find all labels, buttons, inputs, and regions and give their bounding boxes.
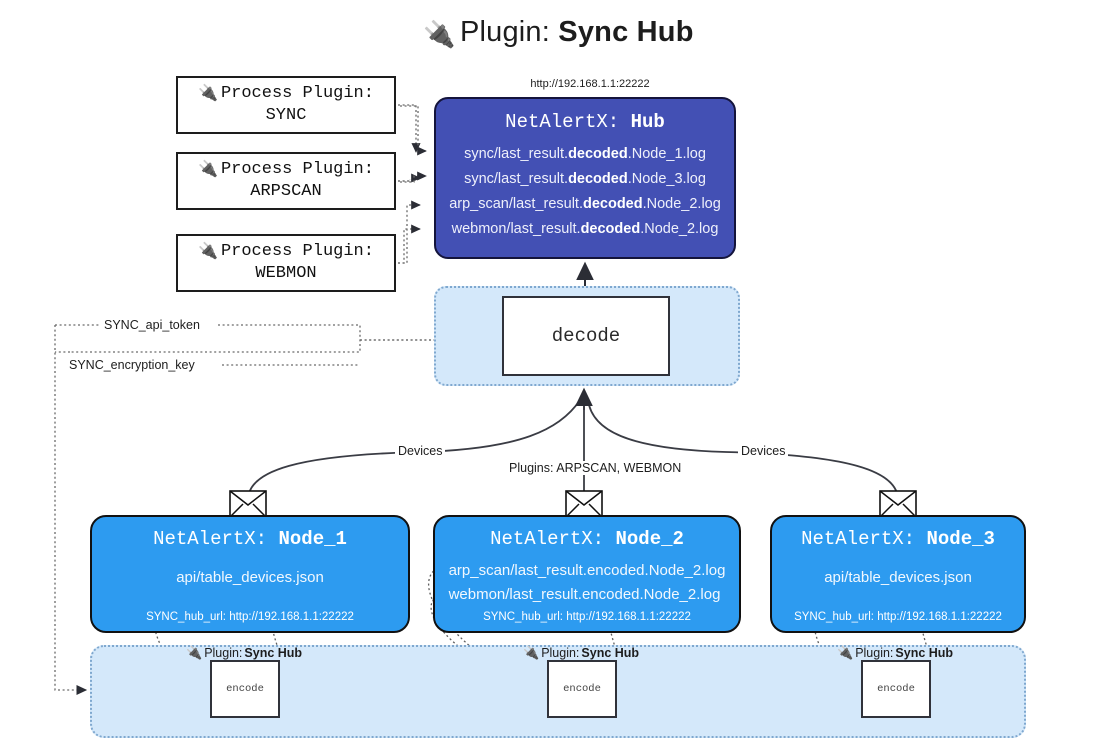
node-log-line: webmon/last_result.encoded.Node_2.log xyxy=(448,586,721,604)
process-plugin-name: WEBMON xyxy=(255,264,317,283)
plugin-name: Sync Hub xyxy=(581,646,640,660)
process-plugin-label: Process Plugin: xyxy=(220,160,374,180)
node-title: NetAlertX: Node_1 xyxy=(153,528,347,550)
plugin-name: Sync Hub xyxy=(244,646,303,660)
node-title: NetAlertX: Node_3 xyxy=(801,528,995,550)
node-hub-url-value: http://192.168.1.1:22222 xyxy=(229,611,354,623)
log-pre: sync/last_result. xyxy=(464,146,569,162)
hub-node[interactable]: NetAlertX: Hub sync/last_result.decoded.… xyxy=(434,97,736,259)
process-plugin-webmon[interactable]: 🔌Process Plugin: WEBMON xyxy=(176,234,396,292)
log-bold: decoded xyxy=(568,146,628,162)
node-hub-url-key: SYNC_hub_url: xyxy=(146,611,226,623)
node-3[interactable]: NetAlertX: Node_3 api/table_devices.json… xyxy=(770,515,1026,633)
node-2[interactable]: NetAlertX: Node_2 arp_scan/last_result.e… xyxy=(433,515,741,633)
envelope-icon xyxy=(229,490,267,518)
hub-log-line: sync/last_result.decoded.Node_3.log xyxy=(464,167,706,192)
plug-icon: 🔌 xyxy=(198,84,218,102)
edge-label-devices-left: Devices xyxy=(395,444,446,458)
node-hub-url-key: SYNC_hub_url: xyxy=(483,611,563,623)
node-log-line: arp_scan/last_result.encoded.Node_2.log xyxy=(448,562,726,579)
encode-box-3[interactable]: encode xyxy=(861,660,931,718)
plugin-prefix: Plugin: xyxy=(541,646,580,660)
node-hub-url: SYNC_hub_url: http://192.168.1.1:22222 xyxy=(92,611,408,623)
node-log-lines: arp_scan/last_result.encoded.Node_2.log … xyxy=(449,559,726,608)
process-plugin-label: Process Plugin: xyxy=(220,242,374,262)
title-prefix: Plugin: xyxy=(459,16,551,48)
plug-icon: 🔌 xyxy=(198,160,218,178)
process-plugin-name: SYNC xyxy=(265,106,307,125)
log-post: .Node_3.log xyxy=(627,170,706,187)
edge-label-plugins: Plugins: ARPSCAN, WEBMON xyxy=(506,461,685,475)
log-bold: decoded xyxy=(568,170,628,187)
log-post: .Node_2.log xyxy=(640,220,719,237)
encode-box-1[interactable]: encode xyxy=(210,660,280,718)
plugin-name: Sync Hub xyxy=(895,646,954,660)
sync-encryption-key-label: SYNC_encryption_key xyxy=(65,358,199,372)
node-1[interactable]: NetAlertX: Node_1 api/table_devices.json… xyxy=(90,515,410,633)
hub-log-line: arp_scan/last_result.decoded.Node_2.log xyxy=(449,192,721,217)
hub-title: NetAlertX: Hub xyxy=(505,111,665,133)
node-title-name: Node_2 xyxy=(615,528,684,550)
process-plugin-label: Process Plugin: xyxy=(220,84,374,104)
node-hub-url-value: http://192.168.1.1:22222 xyxy=(566,611,691,623)
sync-api-token-label: SYNC_api_token xyxy=(100,318,204,332)
node-hub-url-key: SYNC_hub_url: xyxy=(794,611,874,623)
node-hub-url-value: http://192.168.1.1:22222 xyxy=(877,611,1002,623)
encoder-plugin-label-3: 🔌Plugin: Sync Hub xyxy=(837,645,953,661)
node-log-line: api/table_devices.json xyxy=(824,569,972,586)
plug-icon: 🔌 xyxy=(837,645,854,660)
node-hub-url: SYNC_hub_url: http://192.168.1.1:22222 xyxy=(435,611,739,623)
node-title-prefix: NetAlertX: xyxy=(490,528,605,550)
plug-icon: 🔌 xyxy=(523,645,540,660)
encoder-plugin-label-1: 🔌Plugin: Sync Hub xyxy=(186,645,302,661)
encode-box-2[interactable]: encode xyxy=(547,660,617,718)
hub-title-prefix: NetAlertX: xyxy=(505,111,620,133)
log-bold: decoded xyxy=(582,195,643,212)
log-post: .Node_1.log xyxy=(627,146,706,162)
hub-title-name: Hub xyxy=(630,111,665,133)
node-title-name: Node_3 xyxy=(926,528,995,550)
hub-log-line: sync/last_result.decoded.Node_1.log xyxy=(464,142,706,167)
hub-url-label: http://192.168.1.1:22222 xyxy=(530,78,650,90)
process-plugin-arpscan[interactable]: 🔌Process Plugin: ARPSCAN xyxy=(176,152,396,210)
log-pre: webmon/last_result. xyxy=(451,220,581,237)
plug-icon: 🔌 xyxy=(423,19,456,49)
node-title-prefix: NetAlertX: xyxy=(153,528,268,550)
log-pre: sync/last_result. xyxy=(464,170,569,187)
envelope-icon xyxy=(565,490,603,518)
plugin-prefix: Plugin: xyxy=(204,646,243,660)
log-bold: decoded xyxy=(580,220,641,237)
edge-label-devices-right: Devices xyxy=(738,444,789,458)
decode-box[interactable]: decode xyxy=(502,296,670,376)
node-title-name: Node_1 xyxy=(278,528,347,550)
node-title: NetAlertX: Node_2 xyxy=(490,528,684,550)
plugin-prefix: Plugin: xyxy=(855,646,894,660)
node-log-line: api/table_devices.json xyxy=(176,569,324,586)
node-hub-url: SYNC_hub_url: http://192.168.1.1:22222 xyxy=(772,611,1024,623)
title-name: Sync Hub xyxy=(558,16,694,48)
process-plugin-name: ARPSCAN xyxy=(250,182,322,201)
log-post: .Node_2.log xyxy=(642,195,721,212)
encoder-plugin-label-2: 🔌Plugin: Sync Hub xyxy=(523,645,639,661)
envelope-icon xyxy=(879,490,917,518)
page-title: 🔌Plugin: Sync Hub xyxy=(0,16,1117,50)
hub-log-line: webmon/last_result.decoded.Node_2.log xyxy=(452,217,719,242)
process-plugin-sync[interactable]: 🔌Process Plugin: SYNC xyxy=(176,76,396,134)
plug-icon: 🔌 xyxy=(198,242,218,260)
plug-icon: 🔌 xyxy=(186,645,203,660)
log-pre: arp_scan/last_result. xyxy=(449,195,583,212)
node-title-prefix: NetAlertX: xyxy=(801,528,916,550)
